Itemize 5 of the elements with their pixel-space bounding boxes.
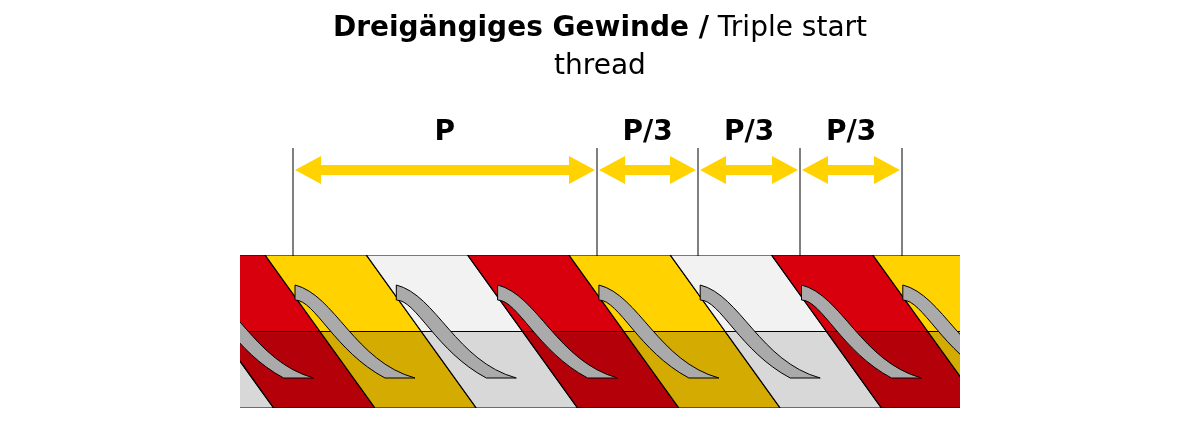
dimension-label: P/3 <box>724 114 775 147</box>
dimension-label: P/3 <box>622 114 673 147</box>
dimension-label: P <box>434 114 456 147</box>
diagram-title: Dreigängiges Gewinde / Triple start thread <box>331 9 869 83</box>
dimension-label: P/3 <box>826 114 877 147</box>
